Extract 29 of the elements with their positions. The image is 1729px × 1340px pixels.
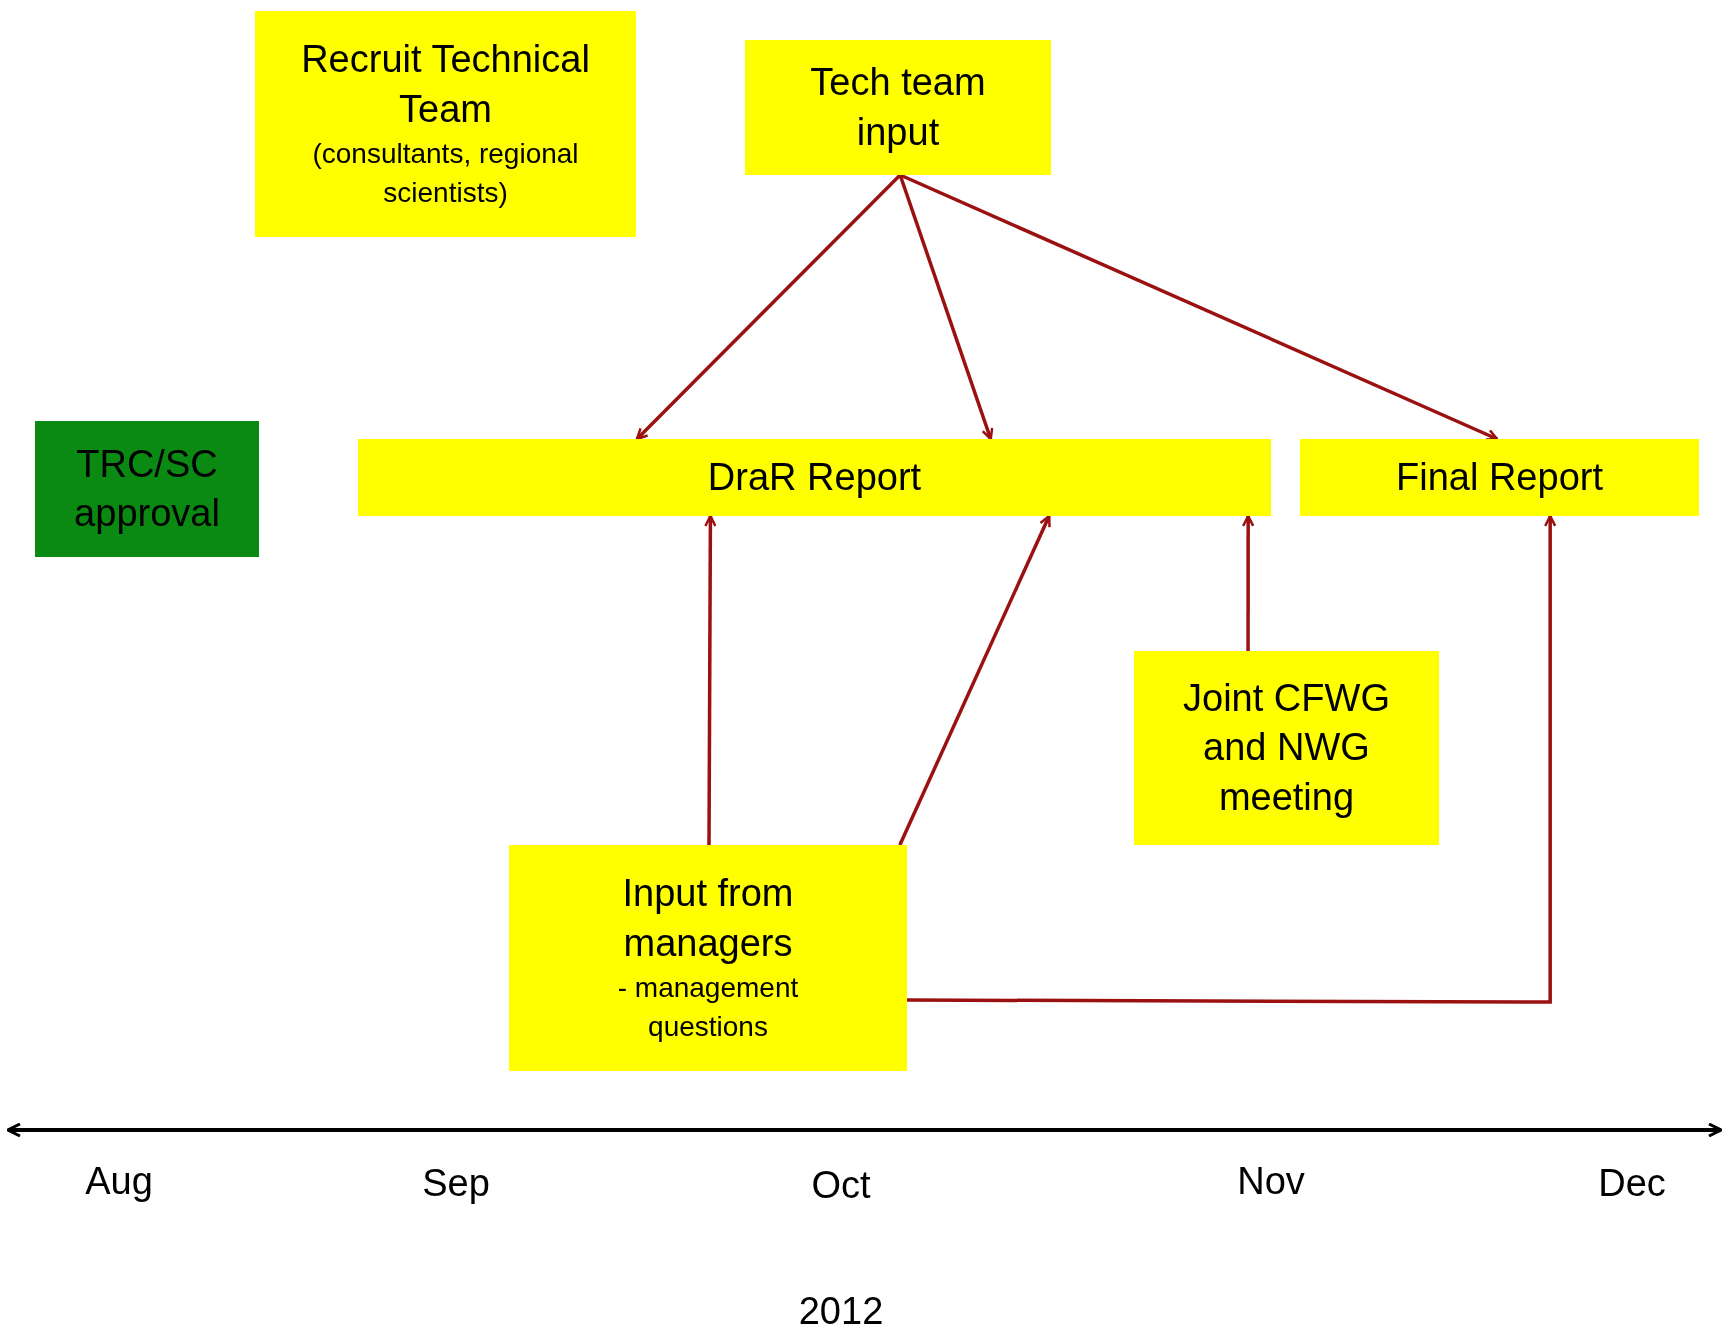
- month-label: Oct: [811, 1164, 871, 1207]
- box-title: Final Report: [1396, 454, 1603, 500]
- arrow: [899, 173, 1499, 441]
- process-box: [1134, 651, 1439, 845]
- month-label: Nov: [1237, 1160, 1305, 1203]
- year-label: 2012: [798, 1290, 884, 1333]
- process-box: [1300, 439, 1699, 516]
- arrow: [704, 514, 717, 845]
- box-title: TRC/SC approval: [73, 441, 221, 536]
- arrow: [898, 514, 1051, 846]
- arrow: [635, 173, 902, 441]
- process-box: [358, 439, 1271, 516]
- box-title: Joint CFWG and NWG meeting: [1182, 675, 1391, 820]
- process-box: [35, 421, 259, 557]
- month-label: Sep: [422, 1162, 490, 1205]
- month-label: Dec: [1598, 1162, 1666, 1205]
- process-box: [745, 40, 1051, 175]
- arrow: [907, 514, 1557, 1004]
- box-note: - management questions: [616, 971, 800, 1045]
- box-title: Tech team input: [809, 60, 987, 155]
- box-title: DraR Report: [707, 454, 922, 500]
- box-note: (consultants, regional scientists): [311, 137, 580, 211]
- box-title: Recruit Technical Team: [300, 37, 591, 132]
- arrow: [898, 174, 994, 441]
- month-label: Aug: [85, 1160, 153, 1203]
- arrow: [1241, 514, 1255, 651]
- process-box: [255, 11, 636, 237]
- process-box: [509, 845, 907, 1071]
- box-title: Input from managers: [621, 871, 795, 966]
